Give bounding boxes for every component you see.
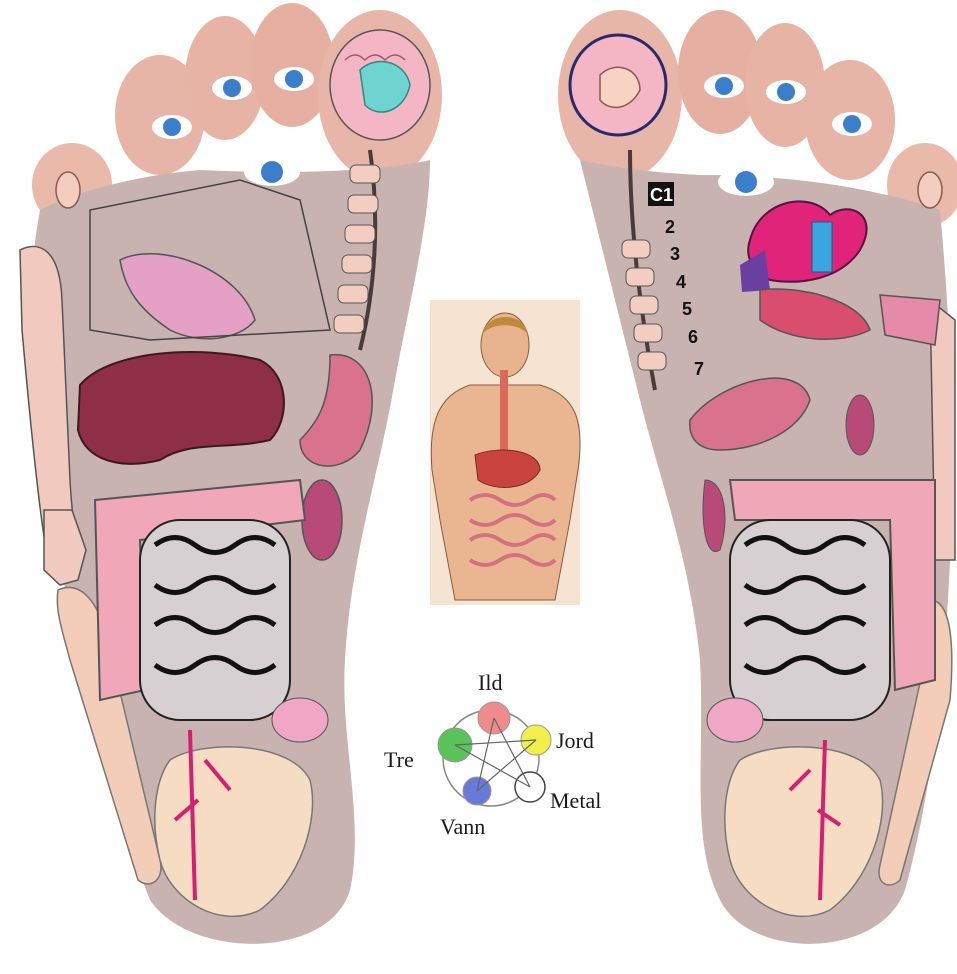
human-torso-figure (430, 300, 580, 605)
vertebra-label-5: 5 (682, 299, 692, 319)
label-jord: Jord (556, 728, 594, 753)
vertebra-label-4: 4 (676, 272, 686, 292)
eye-icon-iris (715, 77, 733, 95)
eye-icon-iris (735, 171, 757, 193)
eye-icon-iris (777, 83, 795, 101)
eye-icon-iris (223, 79, 241, 97)
vertebra-label-6: 6 (688, 327, 698, 347)
eye-icon-iris (163, 118, 181, 136)
left-ear-icon (56, 172, 80, 208)
label-metal: Metal (550, 788, 601, 813)
figure-esophagus (500, 370, 508, 450)
eye-icon-iris (843, 115, 861, 133)
left-pancreas (302, 480, 342, 560)
right-pancreas (846, 395, 874, 455)
right-brain (570, 35, 666, 135)
eye-icon-iris (285, 70, 303, 88)
right-bladder (707, 698, 763, 742)
label-ild: Ild (478, 670, 502, 695)
eye-icon-iris (261, 161, 283, 183)
vertebra-label-c1: C1 (650, 185, 673, 205)
vertebra-label-7: 7 (694, 359, 704, 379)
vertebra-label-3: 3 (670, 244, 680, 264)
label-vann: Vann (440, 814, 485, 839)
right-foot: C1 2 3 4 5 6 7 (558, 10, 957, 944)
left-foot (20, 3, 442, 944)
vertebra-label-2: 2 (665, 217, 675, 237)
left-bladder (272, 698, 328, 742)
five-elements-diagram: Ild Jord Metal Vann Tre (384, 670, 601, 839)
left-brain (330, 30, 430, 140)
label-tre: Tre (384, 747, 414, 772)
right-ear-icon (918, 172, 942, 208)
